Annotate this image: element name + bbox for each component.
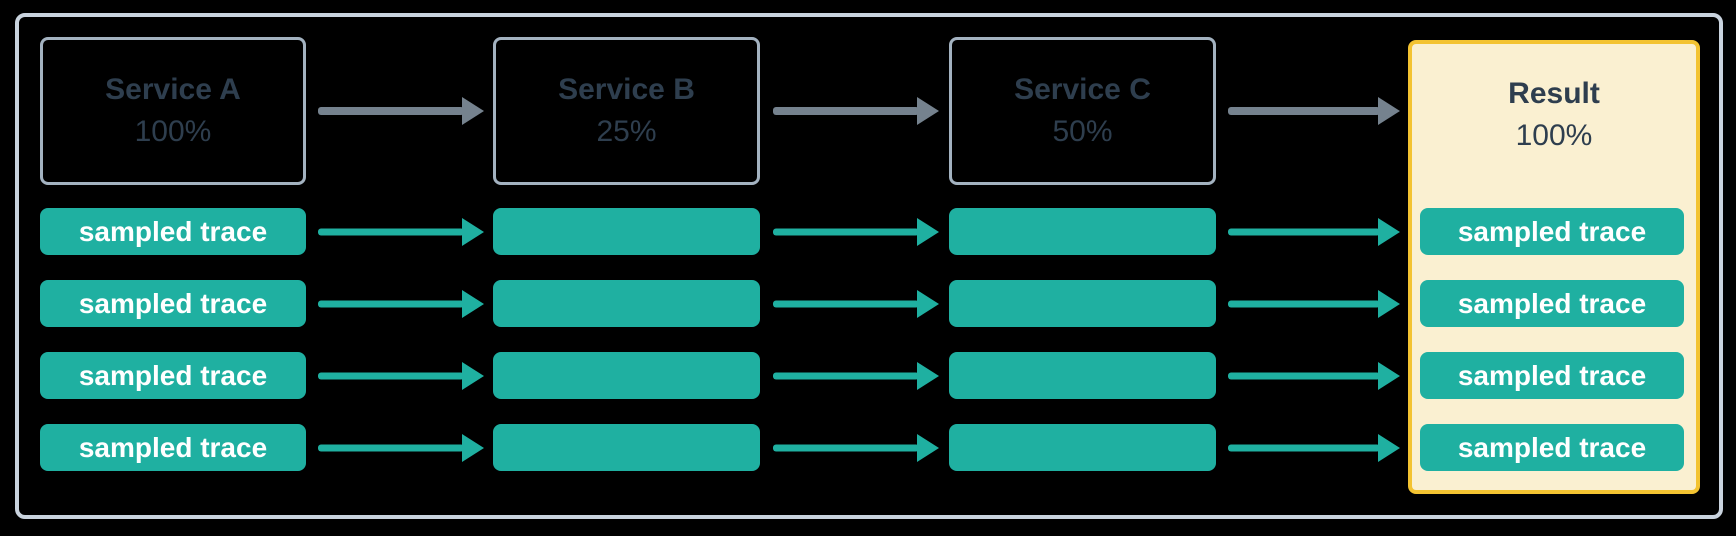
diagram-frame <box>15 13 1723 519</box>
flow-arrow-icon <box>773 97 939 125</box>
flow-arrow-icon <box>773 290 939 318</box>
trace-bar <box>493 208 760 255</box>
trace-bar: sampled trace <box>40 208 306 255</box>
trace-bar <box>949 208 1216 255</box>
trace-bar <box>493 352 760 399</box>
trace-bar <box>493 280 760 327</box>
result-box: Result 100% <box>1408 40 1700 494</box>
trace-bar: sampled trace <box>1420 352 1684 399</box>
result-title: Result <box>1508 77 1600 110</box>
service-a-box: Service A 100% <box>40 37 306 185</box>
trace-bar: sampled trace <box>40 352 306 399</box>
flow-arrow-icon <box>773 434 939 462</box>
trace-bar <box>949 352 1216 399</box>
service-a-title: Service A <box>105 73 241 106</box>
flow-arrow-icon <box>1228 434 1400 462</box>
trace-bar <box>493 424 760 471</box>
flow-arrow-icon <box>1228 97 1400 125</box>
service-b-box: Service B 25% <box>493 37 760 185</box>
trace-bar: sampled trace <box>1420 424 1684 471</box>
flow-arrow-icon <box>318 290 484 318</box>
trace-bar: sampled trace <box>1420 208 1684 255</box>
flow-arrow-icon <box>318 434 484 462</box>
trace-bar: sampled trace <box>40 424 306 471</box>
service-c-percent: 50% <box>1052 115 1113 148</box>
service-b-percent: 25% <box>596 115 657 148</box>
flow-arrow-icon <box>318 362 484 390</box>
service-c-title: Service C <box>1014 73 1151 106</box>
flow-arrow-icon <box>318 97 484 125</box>
service-b-title: Service B <box>558 73 695 106</box>
trace-bar: sampled trace <box>1420 280 1684 327</box>
flow-arrow-icon <box>1228 290 1400 318</box>
flow-arrow-icon <box>1228 362 1400 390</box>
service-c-box: Service C 50% <box>949 37 1216 185</box>
result-percent: 100% <box>1515 119 1593 152</box>
trace-bar: sampled trace <box>40 280 306 327</box>
flow-arrow-icon <box>773 362 939 390</box>
trace-bar <box>949 424 1216 471</box>
flow-arrow-icon <box>318 218 484 246</box>
trace-bar <box>949 280 1216 327</box>
flow-arrow-icon <box>1228 218 1400 246</box>
service-a-percent: 100% <box>134 115 212 148</box>
flow-arrow-icon <box>773 218 939 246</box>
